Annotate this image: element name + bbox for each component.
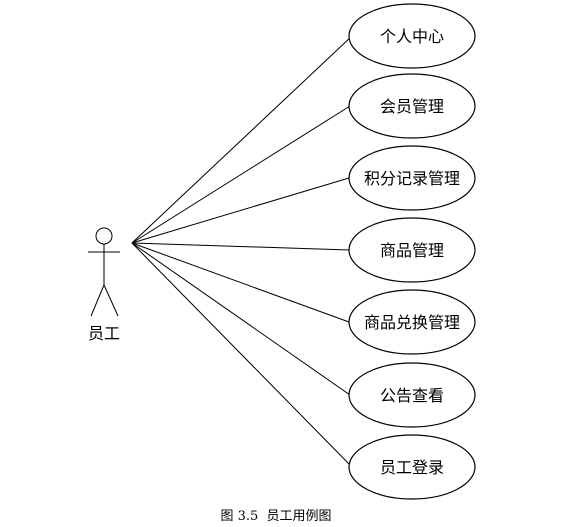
association-line-member-management — [131, 105, 351, 244]
association-line-product-management — [131, 242, 350, 251]
use-case-ellipse — [348, 3, 476, 69]
figure-caption: 图 3.5 员工用例图 — [220, 509, 331, 524]
use-case-employee-login: 员工登录 — [348, 434, 476, 500]
use-case-label: 公告查看 — [380, 386, 444, 405]
use-case-ellipse — [348, 434, 476, 500]
use-case-label: 商品管理 — [380, 241, 444, 260]
use-case-ellipse — [348, 217, 476, 283]
association-line-points-record-management — [131, 177, 350, 244]
association-line-announcement-view — [131, 242, 351, 396]
association-line-personal-center — [131, 35, 353, 244]
use-case-label: 个人中心 — [380, 27, 444, 46]
use-case-product-management: 商品管理 — [348, 217, 476, 283]
actor-head — [95, 227, 113, 245]
use-case-label: 员工登录 — [380, 458, 444, 477]
use-case-personal-center: 个人中心 — [348, 3, 476, 69]
use-case-label: 会员管理 — [380, 97, 444, 116]
use-case-ellipse — [348, 73, 476, 139]
association-line-employee-login — [131, 242, 353, 468]
actor-left-leg — [90, 284, 105, 317]
use-case-ellipse — [348, 145, 476, 211]
use-case-label: 商品兑换管理 — [364, 313, 460, 332]
actor-label: 员工 — [88, 324, 120, 343]
actor-right-leg — [103, 284, 119, 317]
use-case-label: 积分记录管理 — [364, 169, 460, 188]
actor-employee: 员工 — [88, 227, 120, 343]
use-case-ellipse — [348, 362, 476, 428]
association-lines — [131, 35, 353, 468]
use-case-ellipse — [348, 289, 476, 355]
use-case-product-exchange-management: 商品兑换管理 — [348, 289, 476, 355]
association-line-product-exchange-management — [131, 242, 350, 323]
use-case-announcement-view: 公告查看 — [348, 362, 476, 428]
use-case-member-management: 会员管理 — [348, 73, 476, 139]
use-case-points-record-management: 积分记录管理 — [348, 145, 476, 211]
